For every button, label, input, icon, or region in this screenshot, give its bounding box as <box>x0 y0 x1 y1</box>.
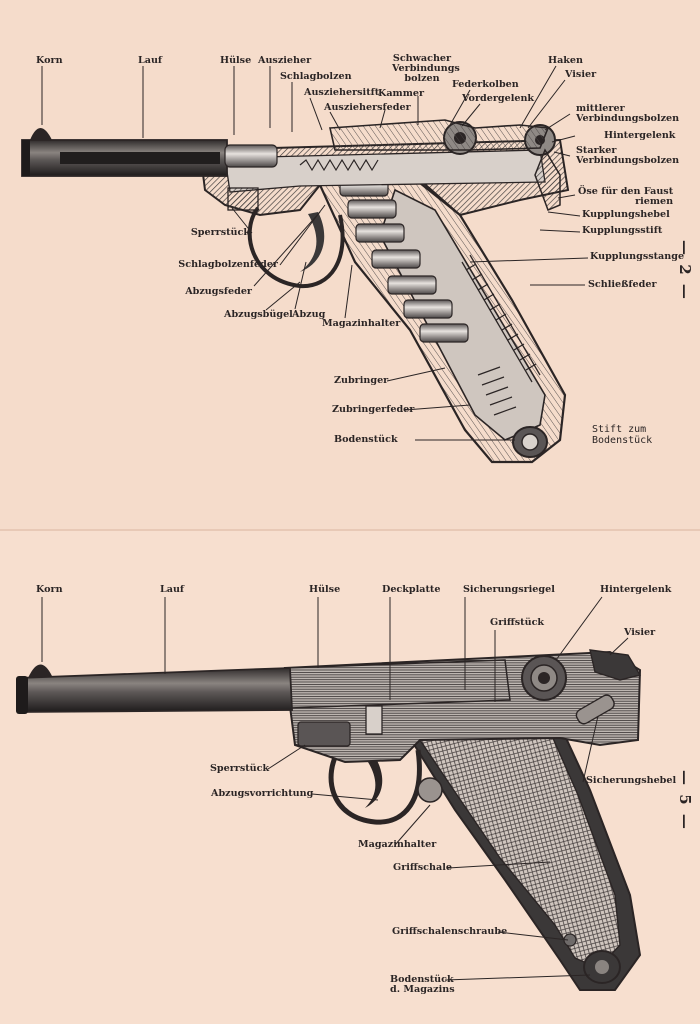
label-lauf-bottom: Lauf <box>160 584 185 595</box>
label-schlagbolzen: Schlagbolzen <box>280 71 352 82</box>
label-schlagbolzenfeder: Schlagbolzenfeder <box>178 259 278 270</box>
label-abzugsfeder: Abzugsfeder <box>185 286 252 297</box>
label-abzug: Abzug <box>292 309 326 320</box>
page-number-bottom: — 5 — <box>676 770 694 831</box>
label-deckplatte: Deckplatte <box>382 584 441 595</box>
label-stift-line2: Bodenstück <box>592 435 653 446</box>
label-schliessfeder: Schließfeder <box>588 279 657 290</box>
label-schwacher-line3: bolzen <box>404 73 440 85</box>
label-magazinhalter-bottom: Magazinhalter <box>358 839 437 850</box>
label-kupplungshebel: Kupplungshebel <box>582 209 670 220</box>
page-top <box>0 0 700 530</box>
label-bodenstueck-line1: Bodenstück <box>390 974 454 985</box>
label-schwacher-line1: Schwacher <box>392 53 452 64</box>
label-visier-bottom: Visier <box>624 627 656 638</box>
label-schwacher-line2: Verbindungs <box>392 63 460 75</box>
label-visier: Visier <box>565 69 597 80</box>
label-vordergelenk: Vordergelenk <box>462 93 535 104</box>
leader-lines-top <box>41 65 589 441</box>
label-sicherungsriegel: Sicherungsriegel <box>463 584 555 595</box>
label-lauf: Lauf <box>138 55 163 66</box>
label-zubringer: Zubringer <box>334 375 389 386</box>
label-huelse-bottom: Hülse <box>309 584 341 595</box>
label-haken: Haken <box>548 55 584 66</box>
label-mittlerer-verbindungsbolzen: mittlerer Verbindungsbolzen <box>576 103 680 125</box>
page-number-top: — 2 — <box>676 240 694 301</box>
label-sperrstueck-top: Sperrstück <box>190 227 250 238</box>
label-kammer: Kammer <box>378 88 425 99</box>
label-abzugsbuegel: Abzugsbügel <box>224 309 293 320</box>
exterior-pistol <box>16 649 642 991</box>
label-ausziehersfeder: Ausziehersfeder <box>324 102 411 113</box>
label-mittlerer-line2: Verbindungsbolzen <box>576 113 680 125</box>
label-korn: Korn <box>36 55 63 66</box>
label-abzugsvorrichtung: Abzugsvorrichtung <box>211 788 314 799</box>
label-hintergelenk: Hintergelenk <box>604 130 676 141</box>
label-sicherungshebel: Sicherungshebel <box>586 775 677 786</box>
label-sperrstueck-bottom: Sperrstück <box>210 763 270 774</box>
label-zubringerfeder: Zubringerfeder <box>332 404 415 415</box>
label-starker-line2: Verbindungsbolzen <box>576 155 680 167</box>
page-fold-divider <box>0 529 700 531</box>
label-hintergelenk-bottom: Hintergelenk <box>600 584 672 595</box>
label-mittlerer-line1: mittlerer <box>576 103 625 114</box>
label-griffstueck: Griffstück <box>490 617 545 628</box>
label-magazinhalter-top: Magazinhalter <box>322 318 401 329</box>
cutaway-pistol <box>21 119 570 464</box>
label-starker-verbindungsbolzen: Starker Verbindungsbolzen <box>576 145 680 167</box>
label-bodenstueck-line2: d. Magazins <box>390 984 455 996</box>
label-stift-zum-bodenstueck: Stift zum Bodenstück <box>592 424 652 446</box>
label-federkolben: Federkolben <box>452 79 519 90</box>
label-oese-faustriemen: Öse für den Faust riemen <box>578 186 674 208</box>
label-griffschale: Griffschale <box>393 862 452 873</box>
label-auszieher: Auszieher <box>258 55 312 66</box>
label-stift-line1: Stift zum <box>592 424 647 435</box>
label-oese-line2: riemen <box>635 196 674 208</box>
label-starker-line1: Starker <box>576 145 617 156</box>
label-schwacher-verbindungsbolzen: Schwacher Verbindungs bolzen <box>392 53 460 85</box>
label-korn-bottom: Korn <box>36 584 63 595</box>
label-ausziehersstift: Ausziehersitft <box>304 87 380 98</box>
label-oese-line1: Öse für den Faust <box>578 186 674 197</box>
label-bodenstueck-top: Bodenstück <box>334 434 398 445</box>
label-griffschalenschraube: Griffschalenschraube <box>392 926 508 937</box>
label-kupplungsstift: Kupplungsstift <box>582 225 663 236</box>
label-huelse: Hülse <box>220 55 252 66</box>
label-kupplungsstange: Kupplungsstange <box>590 251 685 262</box>
label-bodenstueck-magazin: Bodenstück d. Magazins <box>390 974 455 996</box>
leader-lines-bottom <box>41 596 629 981</box>
